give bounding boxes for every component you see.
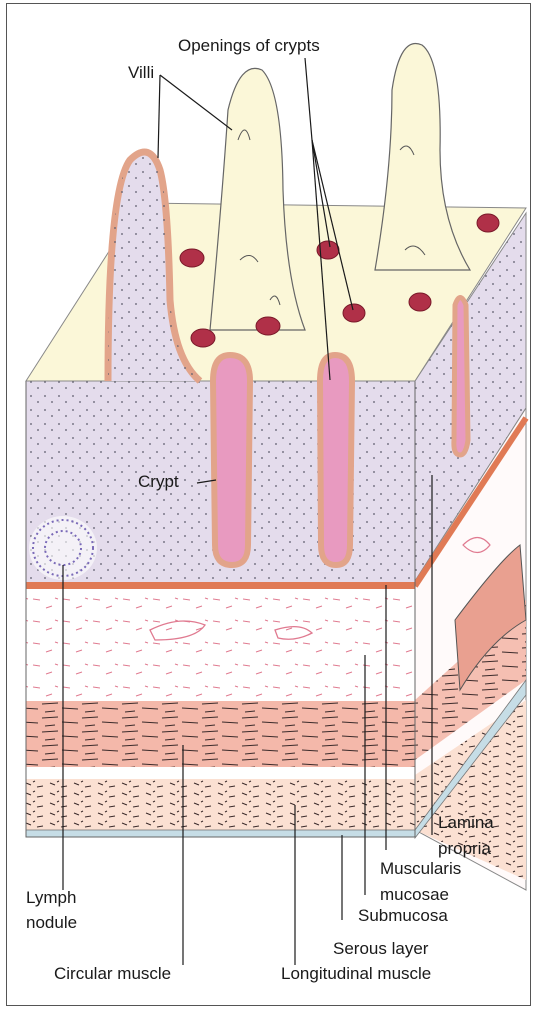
- submucosa-label: Submucosa: [358, 906, 448, 925]
- mucosae-label: mucosae: [380, 885, 449, 904]
- muscularis-label: Muscularis: [380, 859, 461, 878]
- longitudinal-muscle-label: Longitudinal muscle: [281, 964, 431, 983]
- propria-label: propria: [438, 839, 491, 858]
- lymph-label: Lymph: [26, 888, 76, 907]
- openings-of-crypts-label: Openings of crypts: [178, 36, 320, 55]
- serous-layer: [26, 830, 415, 837]
- muscularis-mucosae-band: [26, 582, 415, 589]
- circular-muscle-label: Circular muscle: [54, 964, 171, 983]
- villi-label: Villi: [128, 63, 154, 82]
- villus-center: [210, 68, 305, 330]
- crypt-label: Crypt: [138, 472, 179, 491]
- nodule-label: nodule: [26, 913, 77, 932]
- lamina-label: Lamina: [438, 813, 494, 832]
- serous-layer-label: Serous layer: [333, 939, 429, 958]
